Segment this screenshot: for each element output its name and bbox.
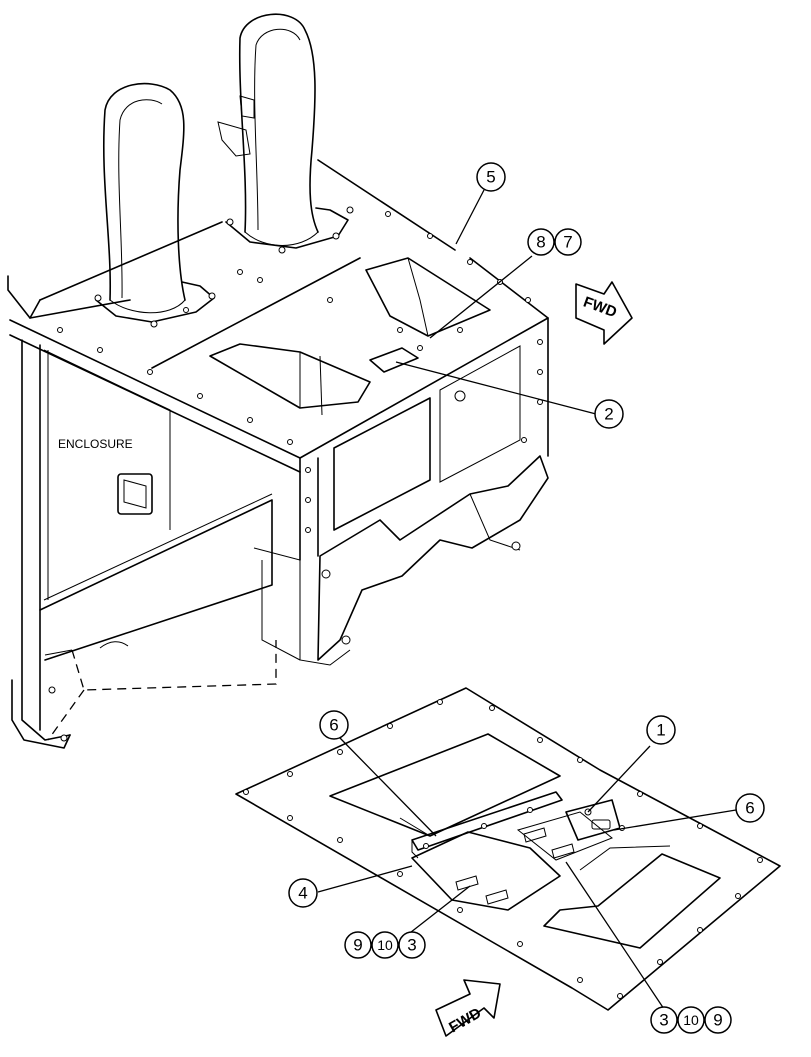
fwd-arrow-upper: FWD — [575, 281, 633, 345]
angle-strip — [411, 791, 563, 851]
lower-bolts — [243, 699, 763, 999]
upper-bolts — [48, 206, 543, 742]
callout-2: 2 — [594, 399, 624, 429]
enclosure-label: ENCLOSURE — [58, 437, 133, 451]
callout-1: 1 — [646, 715, 676, 745]
callout-6-left: 6 — [319, 710, 349, 740]
callout-10-right: 10 — [677, 1006, 705, 1034]
svg-text:3: 3 — [659, 1011, 668, 1030]
floor-plate-assembly — [235, 687, 781, 1011]
callout-3-left: 3 — [398, 931, 426, 959]
svg-text:5: 5 — [486, 168, 495, 187]
enclosure-assembly — [7, 13, 549, 749]
callout-7: 7 — [554, 228, 582, 256]
svg-text:9: 9 — [713, 1011, 722, 1030]
svg-text:6: 6 — [329, 716, 338, 735]
callout-3-right: 3 — [650, 1006, 678, 1034]
access-cover — [369, 347, 419, 373]
exhaust-stack-right — [217, 13, 349, 249]
callout-8: 8 — [527, 228, 555, 256]
fwd-label-lower: FWD — [446, 1005, 484, 1037]
svg-text:7: 7 — [563, 233, 572, 252]
enclosure-latch — [117, 473, 153, 515]
svg-text:9: 9 — [353, 936, 362, 955]
svg-text:4: 4 — [298, 884, 307, 903]
callout-10-left: 10 — [371, 931, 399, 959]
fwd-arrow-lower: FWD — [435, 979, 501, 1037]
svg-text:10: 10 — [377, 937, 393, 953]
exhaust-stack-left — [95, 82, 215, 323]
floor-plate — [235, 687, 781, 1011]
svg-text:2: 2 — [604, 405, 613, 424]
callout-9-left: 9 — [344, 931, 372, 959]
leader-lines — [317, 189, 737, 1013]
svg-text:8: 8 — [536, 233, 545, 252]
callout-5: 5 — [476, 162, 506, 192]
svg-text:10: 10 — [683, 1012, 699, 1028]
fwd-label-upper: FWD — [581, 294, 619, 322]
callout-6-right: 6 — [735, 793, 765, 823]
callout-9-right: 9 — [704, 1006, 732, 1034]
svg-text:6: 6 — [745, 799, 754, 818]
callout-4: 4 — [288, 878, 318, 908]
svg-text:3: 3 — [407, 936, 416, 955]
svg-text:1: 1 — [656, 721, 665, 740]
